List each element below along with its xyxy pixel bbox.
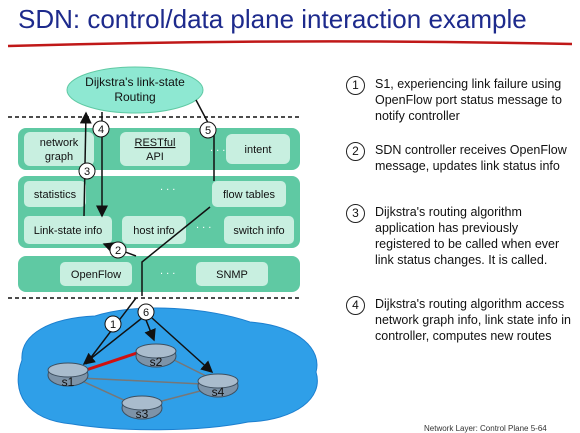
snmp-label: SNMP xyxy=(216,269,248,281)
flow-tables-box xyxy=(212,181,286,207)
intent-label: intent xyxy=(245,144,272,156)
step-marker-4-label: 4 xyxy=(98,124,104,136)
step-marker-1: 1 xyxy=(104,315,122,333)
arrow-to-s4 xyxy=(151,317,214,374)
step-marker-3-label: 3 xyxy=(84,166,90,178)
step-marker-6-label: 6 xyxy=(143,307,149,319)
step-marker-3: 3 xyxy=(78,162,96,180)
step-number: 2 xyxy=(346,142,365,161)
network-graph-line1: network xyxy=(40,137,79,149)
step-number: 1 xyxy=(346,76,365,95)
switch-s2-label: s2 xyxy=(150,355,163,369)
link-s1-s4 xyxy=(79,377,203,385)
step-marker-5: 5 xyxy=(199,121,217,139)
openflow-box xyxy=(60,262,132,286)
step-marker-2: 2 xyxy=(109,241,127,259)
network-cloud xyxy=(17,307,318,431)
controller-ellipsis-bottom: . . . xyxy=(196,219,211,231)
step-marker-2-label: 2 xyxy=(115,245,121,257)
switch-s3: s3 xyxy=(121,395,163,421)
statistics-box xyxy=(24,181,86,207)
link-s2-s4 xyxy=(169,357,207,377)
restful-api-line2: API xyxy=(146,151,164,163)
routing-app-oval xyxy=(66,66,204,114)
network-graph-line2: graph xyxy=(45,151,73,163)
switch-s1: s1 xyxy=(47,362,89,389)
step-marker-1-label: 1 xyxy=(110,319,116,331)
host-info-label: host info xyxy=(133,225,175,237)
link-s3-s4 xyxy=(157,389,205,403)
arrow-to-s1 xyxy=(82,317,143,365)
arrow-flowtables-down xyxy=(141,206,211,296)
link-state-info-box xyxy=(24,216,112,244)
title-underline xyxy=(7,40,573,48)
flow-tables-label: flow tables xyxy=(223,189,275,201)
slide-title: SDN: control/data plane interaction exam… xyxy=(18,4,527,34)
arrow-to-s2 xyxy=(144,319,156,342)
apps-ellipsis: . . . xyxy=(210,142,225,154)
switch-info-label: switch info xyxy=(233,225,284,237)
switch-s4: s4 xyxy=(197,373,239,399)
routing-app-label-line1: Dijkstra's link-state xyxy=(85,75,185,89)
step-number: 4 xyxy=(346,296,365,315)
intent-box xyxy=(226,134,290,164)
step-text: SDN controller receives OpenFlow message… xyxy=(375,143,567,173)
step-marker-4: 4 xyxy=(92,120,110,138)
southbound-ellipsis: . . . xyxy=(160,265,175,277)
openflow-label: OpenFlow xyxy=(71,269,121,281)
step-text: Dijkstra's routing algorithm access netw… xyxy=(375,297,571,343)
switch-s1-label: s1 xyxy=(62,375,75,389)
switch-s2: s2 xyxy=(135,343,177,369)
link-state-info-label: Link-state info xyxy=(34,225,102,237)
link-s1-s2-failed xyxy=(79,350,141,374)
snmp-box xyxy=(196,262,268,286)
step-text: Dijkstra's routing algorithm application… xyxy=(375,205,560,267)
link-s1-s3 xyxy=(79,379,129,403)
routing-app-label-line2: Routing xyxy=(114,90,155,104)
switch-s3-label: s3 xyxy=(136,407,149,421)
statistics-label: statistics xyxy=(34,189,77,201)
step-text: S1, experiencing link failure using Open… xyxy=(375,77,562,123)
restful-api-box xyxy=(120,132,190,166)
host-info-box xyxy=(122,216,186,244)
switch-info-box xyxy=(224,216,294,244)
network-graph-box xyxy=(24,132,94,166)
controller-ellipsis-top: . . . xyxy=(160,181,175,193)
footer-note: Network Layer: Control Plane 5-64 xyxy=(424,424,547,433)
step-number: 3 xyxy=(346,204,365,223)
step-marker-6: 6 xyxy=(137,303,155,321)
switch-s4-label: s4 xyxy=(212,385,225,399)
restful-api-line1: RESTful xyxy=(135,137,176,149)
step-marker-5-label: 5 xyxy=(205,125,211,137)
